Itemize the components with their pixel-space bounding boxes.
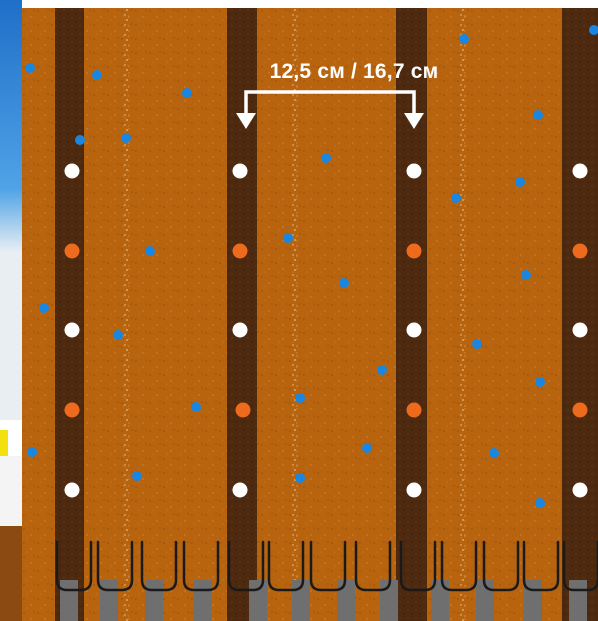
blue-granule-icon bbox=[459, 34, 469, 44]
photo-fragment bbox=[0, 0, 22, 621]
white-seed-icon bbox=[65, 323, 80, 338]
blue-granule-icon bbox=[521, 270, 531, 280]
coulter-blade bbox=[60, 580, 78, 621]
orange-seed-icon bbox=[407, 244, 422, 259]
white-seed-icon bbox=[233, 164, 248, 179]
grain-strip-1 bbox=[123, 8, 129, 621]
blue-granule-icon bbox=[489, 448, 499, 458]
blue-granule-icon bbox=[515, 177, 525, 187]
white-seed-icon bbox=[407, 164, 422, 179]
coulter-blade bbox=[249, 580, 267, 621]
orange-seed-icon bbox=[407, 403, 422, 418]
blue-granule-icon bbox=[533, 110, 543, 120]
light-band bbox=[0, 456, 22, 526]
white-seed-icon bbox=[573, 483, 588, 498]
blue-granule-icon bbox=[182, 88, 192, 98]
blue-granule-icon bbox=[92, 70, 102, 80]
orange-seed-icon bbox=[233, 244, 248, 259]
field-canvas bbox=[22, 8, 598, 621]
blue-granule-icon bbox=[191, 402, 201, 412]
seed-row-texture bbox=[55, 8, 84, 621]
coulter-blade bbox=[569, 580, 587, 621]
row-spacing-label: 12,5 см / 16,7 см bbox=[244, 60, 464, 84]
blue-granule-icon bbox=[27, 447, 37, 457]
white-seed-icon bbox=[233, 483, 248, 498]
orange-seed-icon bbox=[573, 244, 588, 259]
orange-seed-icon bbox=[236, 403, 251, 418]
blue-granule-icon bbox=[283, 233, 293, 243]
white-seed-icon bbox=[65, 164, 80, 179]
blue-granule-icon bbox=[75, 135, 85, 145]
coulter-blade bbox=[337, 580, 355, 621]
coulter-blade bbox=[145, 580, 163, 621]
white-seed-icon bbox=[407, 483, 422, 498]
ground-fragment bbox=[0, 526, 22, 621]
blue-granule-icon bbox=[362, 443, 372, 453]
blue-granule-icon bbox=[145, 246, 155, 256]
blue-granule-icon bbox=[113, 330, 123, 340]
white-seed-icon bbox=[65, 483, 80, 498]
blue-granule-icon bbox=[535, 377, 545, 387]
coulter-blade bbox=[194, 580, 212, 621]
blue-granule-icon bbox=[121, 133, 131, 143]
sky-fragment bbox=[0, 0, 22, 420]
grain-strip-2 bbox=[292, 8, 298, 621]
white-seed-icon bbox=[573, 164, 588, 179]
grain-strip-3 bbox=[460, 8, 466, 621]
white-seed-icon bbox=[233, 323, 248, 338]
blue-granule-icon bbox=[39, 303, 49, 313]
soil-texture bbox=[22, 8, 598, 621]
white-band bbox=[0, 420, 22, 430]
blue-granule-icon bbox=[472, 339, 482, 349]
blue-granule-icon bbox=[295, 393, 305, 403]
coulter-blade bbox=[100, 580, 118, 621]
orange-seed-icon bbox=[65, 403, 80, 418]
blue-granule-icon bbox=[295, 473, 305, 483]
seed-row-texture bbox=[562, 8, 598, 621]
white-seed-icon bbox=[573, 323, 588, 338]
seed-row-texture bbox=[227, 8, 257, 621]
blue-granule-icon bbox=[321, 153, 331, 163]
left-photo-strip bbox=[0, 0, 22, 621]
blue-granule-icon bbox=[339, 278, 349, 288]
orange-seed-icon bbox=[65, 244, 80, 259]
yellow-marker bbox=[0, 430, 8, 456]
blue-granule-icon bbox=[132, 471, 142, 481]
orange-seed-icon bbox=[573, 403, 588, 418]
seed-row-texture bbox=[396, 8, 427, 621]
seeding-diagram: 12,5 см / 16,7 см bbox=[22, 8, 598, 621]
blue-granule-icon bbox=[535, 498, 545, 508]
blue-granule-icon bbox=[451, 193, 461, 203]
blue-granule-icon bbox=[377, 365, 387, 375]
white-seed-icon bbox=[407, 323, 422, 338]
blue-granule-icon bbox=[25, 63, 35, 73]
